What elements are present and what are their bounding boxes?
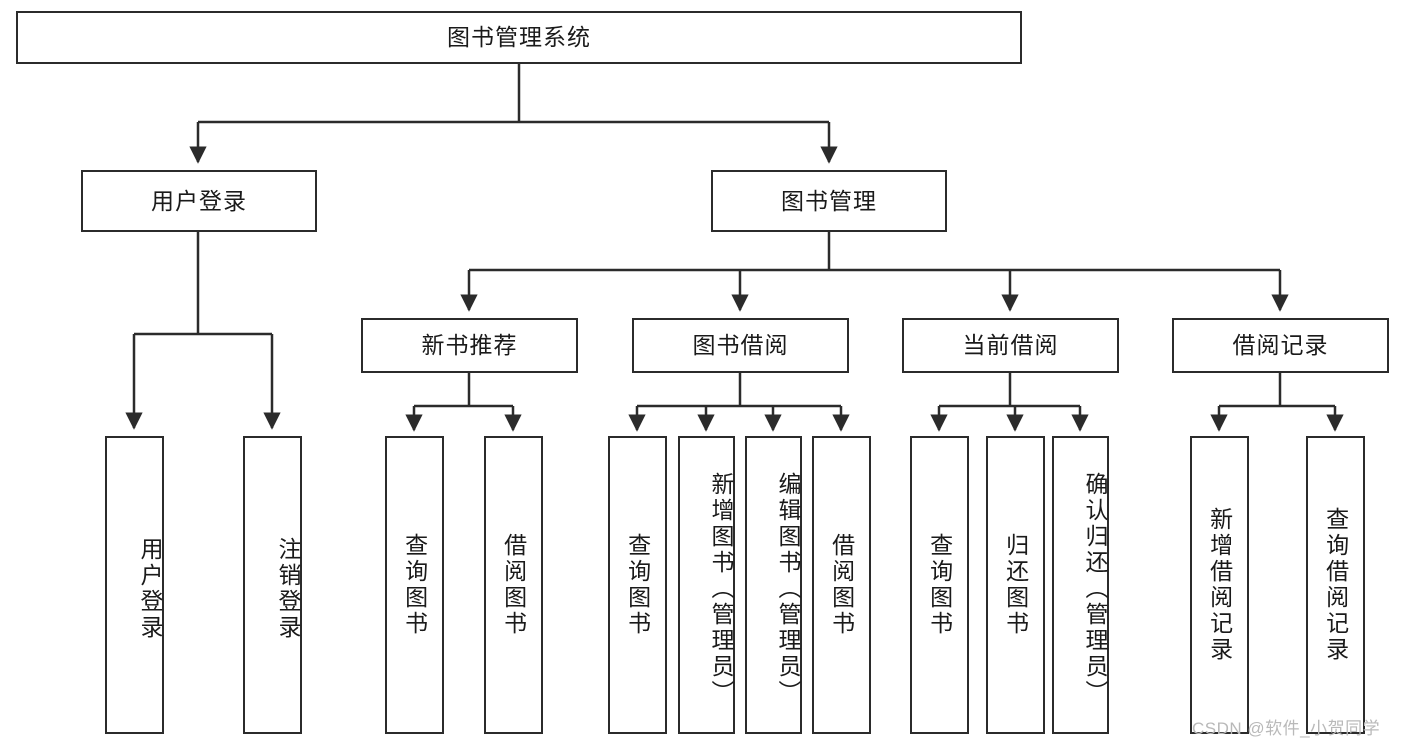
node-bb-add-book[interactable]: 新增图书（管理员）: [678, 436, 735, 734]
csdn-watermark: CSDN @软件_小贺同学: [1192, 719, 1381, 738]
node-cb-confirm-return-label: 确认归还（管理员）: [1082, 472, 1108, 706]
node-nb-borrow-book-label: 借阅图书: [500, 533, 527, 637]
node-user-login-do[interactable]: 用户登录: [105, 436, 164, 734]
node-book-borrow[interactable]: 图书借阅: [632, 318, 849, 373]
node-nb-query-book-label: 查询图书: [401, 533, 428, 637]
node-book-management[interactable]: 图书管理: [711, 170, 947, 232]
node-bb-query-book-label: 查询图书: [624, 533, 651, 637]
node-user-login-label: 用户登录: [151, 187, 247, 214]
node-cb-confirm-return[interactable]: 确认归还（管理员）: [1052, 436, 1109, 734]
node-bb-borrow-book[interactable]: 借阅图书: [812, 436, 871, 734]
node-bb-borrow-book-label: 借阅图书: [828, 533, 855, 637]
node-new-book-recommend-label: 新书推荐: [421, 332, 518, 359]
node-cb-query-book-label: 查询图书: [926, 533, 953, 637]
node-br-add-record[interactable]: 新增借阅记录: [1190, 436, 1249, 734]
node-book-management-label: 图书管理: [781, 187, 877, 214]
node-nb-borrow-book[interactable]: 借阅图书: [484, 436, 543, 734]
node-cb-return-book-label: 归还图书: [1002, 533, 1029, 637]
node-user-login-do-label: 用户登录: [137, 537, 163, 641]
node-user-logout[interactable]: 注销登录: [243, 436, 302, 734]
node-root-label: 图书管理系统: [447, 24, 591, 51]
node-borrow-record-label: 借阅记录: [1232, 332, 1329, 359]
node-cb-return-book[interactable]: 归还图书: [986, 436, 1045, 734]
node-user-login[interactable]: 用户登录: [81, 170, 317, 232]
node-bb-edit-book[interactable]: 编辑图书（管理员）: [745, 436, 802, 734]
node-nb-query-book[interactable]: 查询图书: [385, 436, 444, 734]
node-br-add-record-label: 新增借阅记录: [1206, 507, 1233, 663]
node-bb-add-book-label: 新增图书（管理员）: [708, 472, 734, 706]
node-bb-query-book[interactable]: 查询图书: [608, 436, 667, 734]
node-borrow-record[interactable]: 借阅记录: [1172, 318, 1389, 373]
node-new-book-recommend[interactable]: 新书推荐: [361, 318, 578, 373]
node-bb-edit-book-label: 编辑图书（管理员）: [775, 472, 801, 706]
node-br-query-record-label: 查询借阅记录: [1322, 507, 1349, 663]
node-book-borrow-label: 图书借阅: [692, 332, 789, 359]
node-cb-query-book[interactable]: 查询图书: [910, 436, 969, 734]
node-br-query-record[interactable]: 查询借阅记录: [1306, 436, 1365, 734]
node-current-borrow-label: 当前借阅: [962, 332, 1059, 359]
node-root[interactable]: 图书管理系统: [16, 11, 1022, 64]
node-current-borrow[interactable]: 当前借阅: [902, 318, 1119, 373]
node-user-logout-label: 注销登录: [275, 537, 301, 641]
